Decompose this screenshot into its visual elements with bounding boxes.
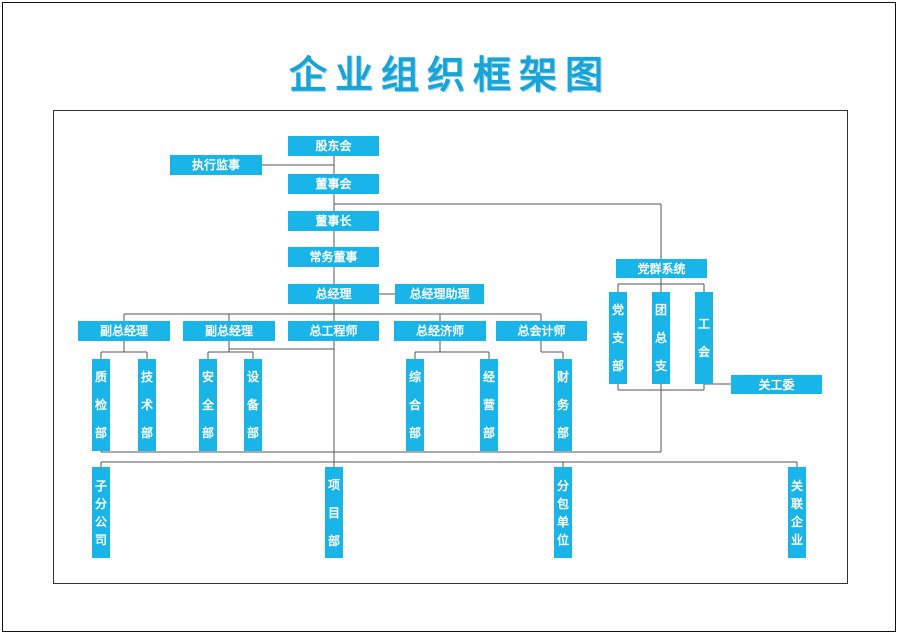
node-supervisor: 执行监事 [170,155,262,175]
node-general-dept: 综合部 [406,359,424,451]
node-chief-economist: 总经济师 [394,321,486,341]
node-elder-committee: 关工委 [731,375,822,394]
chart-frame [53,110,848,584]
node-chief-accountant: 总会计师 [496,321,587,341]
node-gm-assistant: 总经理助理 [395,284,484,304]
node-project-dept: 项目部 [325,467,343,558]
node-party-branch: 党支部 [609,292,627,384]
node-trade-union: 工会 [695,292,713,384]
node-quality-dept: 质检部 [92,359,110,451]
node-subsidiary: 子分公司 [92,467,110,558]
node-executive-director: 常务董事 [288,247,379,267]
chart-title: 企业组织框架图 [288,53,611,97]
node-deputy-gm-1: 副总经理 [78,321,170,341]
node-finance-dept: 财务部 [554,359,572,451]
node-party-mass: 党群系统 [616,259,707,278]
node-deputy-gm-2: 副总经理 [183,321,275,341]
node-shareholders: 股东会 [288,136,379,156]
node-general-manager: 总经理 [288,284,379,304]
node-safety-dept: 安全部 [199,359,217,451]
node-affiliate: 关联企业 [788,467,806,558]
node-subcontractor: 分包单位 [554,467,572,558]
node-tech-dept: 技术部 [138,359,156,451]
node-equipment-dept: 设备部 [244,359,262,451]
node-chief-engineer: 总工程师 [288,321,379,341]
node-youth-league: 团总支 [652,292,670,384]
node-chairman: 董事长 [288,211,379,231]
node-business-dept: 经营部 [480,359,498,451]
node-board: 董事会 [288,174,379,194]
